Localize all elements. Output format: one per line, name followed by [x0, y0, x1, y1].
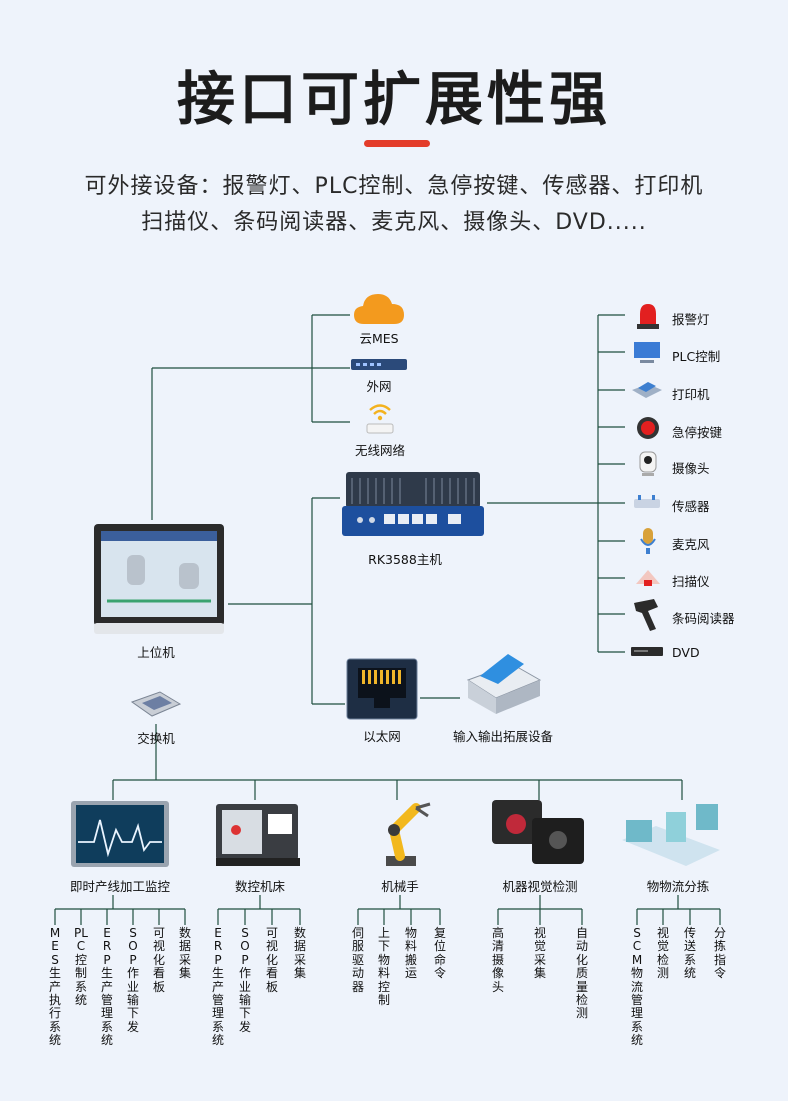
system-item: 分拣指令: [713, 926, 726, 981]
sensor-icon: [634, 495, 660, 508]
system-item: MES生产执行系统: [48, 926, 61, 1048]
system-item: ERP生产管理系统: [100, 926, 113, 1048]
logistics-icon: [622, 804, 720, 866]
system-title: 数控机床: [234, 879, 286, 894]
system-item: 复位命令: [433, 926, 446, 981]
system-item: 可视化看板: [152, 926, 165, 994]
ethernet-port-icon: [346, 658, 418, 720]
system-item: 传送系统: [683, 926, 696, 981]
system-item: 高清摄像头: [491, 926, 504, 994]
hmi-label: 上位机: [137, 645, 175, 660]
ethernet-label: 以太网: [363, 729, 401, 744]
wifi-icon: [366, 404, 394, 434]
system-item: 数据采集: [293, 926, 306, 981]
system-item: 上下物料控制: [377, 926, 390, 1008]
system-item: ERP生产管理系统: [211, 926, 224, 1048]
system-title: 物物流分拣: [646, 879, 710, 894]
cloud-mes-label: 云MES: [359, 331, 399, 346]
printer-icon: [632, 382, 662, 398]
vision-camera-icon: [492, 800, 584, 864]
system-item: 物料搬运: [404, 926, 417, 981]
system-item: 自动化质量检测: [575, 926, 588, 1021]
system-item: SCM物流管理系统: [630, 926, 643, 1048]
system-title: 即时产线加工监控: [69, 879, 171, 894]
alarm-light-icon: [637, 304, 659, 329]
system-item: 视觉采集: [533, 926, 546, 981]
scanner-icon: [636, 570, 660, 586]
io-label: 输入输出拓展设备: [452, 729, 554, 744]
peripheral-label: 打印机: [672, 387, 710, 402]
peripheral-label: 麦克风: [672, 537, 710, 552]
peripheral-label: 条码阅读器: [672, 611, 735, 626]
system-title: 机械手: [381, 879, 419, 894]
system-item: PLC控制系统: [74, 926, 88, 1008]
io-printer-icon: [466, 654, 542, 714]
peripheral-label: 传感器: [672, 499, 710, 514]
peripheral-label: 急停按键: [672, 425, 723, 440]
system-item: SOP作业输下发: [238, 926, 251, 1034]
title-underline: [364, 140, 430, 147]
system-item: 视觉检测: [656, 926, 669, 981]
dvd-icon: [631, 647, 663, 656]
wifi-label: 无线网络: [354, 443, 406, 458]
plc-icon: [634, 342, 660, 363]
peripheral-label: PLC控制: [672, 349, 721, 364]
peripheral-label: 扫描仪: [672, 574, 710, 589]
host-label: RK3588主机: [368, 552, 442, 567]
subtitle-line-2: 扫描仪、条码阅读器、麦克风、摄像头、DVD.....: [141, 210, 647, 235]
subtitle-line-1: 可外接设备：报警灯、PLC控制、急停按键、传感器、打印机: [84, 174, 704, 199]
microphone-icon: [640, 528, 656, 554]
switch-icon: [130, 691, 182, 717]
system-item: 可视化看板: [265, 926, 278, 994]
cnc-machine-icon: [216, 804, 300, 866]
system-item: 伺服驱动器: [351, 926, 364, 994]
switch-label: 交换机: [137, 731, 175, 746]
peripheral-label: 报警灯: [672, 312, 710, 327]
system-item: SOP作业输下发: [126, 926, 139, 1034]
host-box-icon: [342, 472, 484, 536]
cloud-icon: [354, 294, 404, 324]
peripheral-label: 摄像头: [672, 461, 710, 476]
system-item: 数据采集: [178, 926, 191, 981]
page-title: 接口可扩展性强: [176, 65, 611, 133]
robot-arm-icon: [386, 802, 431, 866]
wan-label: 外网: [366, 379, 392, 394]
system-title: 机器视觉检测: [502, 879, 578, 894]
peripheral-label: DVD: [672, 645, 700, 660]
hmi-panel-icon: [94, 524, 224, 634]
monitor-icon: [71, 801, 169, 867]
emergency-stop-icon: [637, 417, 659, 439]
barcode-reader-icon: [634, 599, 658, 631]
camera-icon: [639, 451, 657, 476]
router-icon: [351, 359, 407, 370]
